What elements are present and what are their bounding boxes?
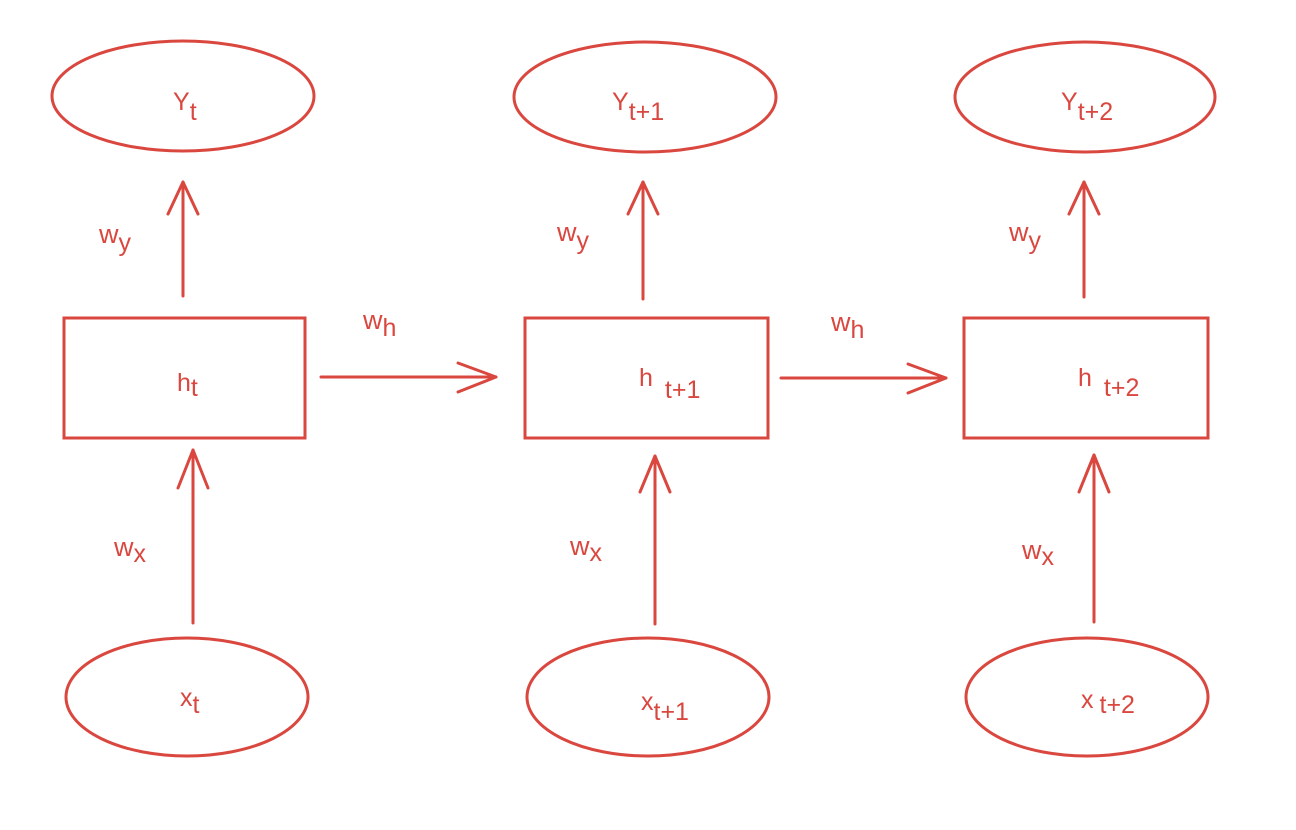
- wh-label-1: wh: [830, 307, 864, 344]
- output-label-base: Y: [173, 88, 190, 116]
- input-label-sub: t+2: [1100, 691, 1135, 719]
- wy-label-sub: y: [1029, 227, 1042, 255]
- hidden-label-2: h t+2: [1078, 364, 1139, 402]
- wx-label-sub: x: [590, 539, 603, 567]
- input-label-0: xt: [180, 684, 200, 719]
- hidden-label-base: h: [1078, 364, 1092, 392]
- hidden-label-base: h: [177, 369, 191, 397]
- arrow-hidden-to-output-1: [626, 180, 660, 301]
- input-label-sub: t+1: [654, 698, 689, 726]
- output-node-2: [953, 40, 1217, 154]
- arrow-hidden-to-output-0: [166, 180, 200, 298]
- output-label-1: Yt+1: [612, 88, 664, 126]
- input-label-base: x: [180, 684, 193, 712]
- output-label-0: Yt: [173, 88, 197, 126]
- wx-label-sub: x: [1042, 543, 1055, 571]
- wy-label-base: w: [98, 219, 119, 249]
- wx-label-base: w: [1021, 535, 1042, 565]
- wh-label-base: w: [830, 307, 851, 337]
- hidden-label-1: h t+1: [639, 364, 700, 404]
- wh-label-base: w: [362, 305, 383, 335]
- arrow-recurrent-1: [779, 362, 948, 395]
- output-label-sub: t+1: [629, 98, 664, 126]
- hidden-label-sub: t+1: [665, 376, 700, 404]
- wx-label-base: w: [569, 531, 590, 561]
- output-label-base: Y: [1061, 88, 1078, 116]
- output-label-base: Y: [612, 88, 629, 116]
- wx-label-1: wx: [569, 531, 603, 567]
- wy-label-sub: y: [577, 227, 590, 255]
- input-node-2: [964, 636, 1210, 758]
- hidden-state-box-0: [62, 316, 307, 440]
- hidden-label-sub: t+2: [1104, 374, 1139, 402]
- input-label-sub: t: [193, 691, 200, 719]
- output-label-sub: t+2: [1078, 98, 1113, 126]
- wy-label-0: wy: [98, 219, 132, 257]
- wy-label-1: wy: [556, 217, 590, 255]
- wy-label-base: w: [556, 217, 577, 247]
- input-label-1: xt+1: [641, 688, 689, 726]
- input-node-0: [64, 636, 310, 758]
- wx-label-sub: x: [134, 540, 147, 568]
- output-label-sub: t: [190, 98, 197, 126]
- wh-label-sub: h: [383, 314, 397, 342]
- hidden-state-box-2: [962, 316, 1210, 440]
- wy-label-sub: y: [119, 229, 132, 257]
- wx-label-2: wx: [1021, 535, 1055, 571]
- arrow-input-to-hidden-2: [1077, 453, 1111, 624]
- input-node-1: [525, 636, 771, 758]
- hidden-label-sub: t: [191, 374, 198, 402]
- output-label-2: Yt+2: [1061, 88, 1113, 126]
- output-node-0: [50, 39, 316, 153]
- wx-label-0: wx: [113, 532, 147, 568]
- wy-label-2: wy: [1008, 217, 1042, 255]
- wy-label-base: w: [1008, 217, 1029, 247]
- arrow-hidden-to-output-2: [1067, 180, 1101, 299]
- input-label-base: x: [641, 688, 654, 716]
- wh-label-sub: h: [851, 316, 865, 344]
- hidden-label-base: h: [639, 364, 653, 392]
- arrow-input-to-hidden-1: [638, 454, 672, 626]
- wh-label-0: wh: [362, 305, 396, 342]
- output-node-1: [512, 40, 778, 154]
- hidden-state-box-1: [523, 316, 770, 440]
- arrow-input-to-hidden-0: [176, 448, 210, 625]
- arrow-recurrent-0: [319, 361, 498, 394]
- input-label-base: x: [1081, 686, 1094, 714]
- wx-label-base: w: [113, 532, 134, 562]
- hidden-label-0: ht: [177, 369, 198, 402]
